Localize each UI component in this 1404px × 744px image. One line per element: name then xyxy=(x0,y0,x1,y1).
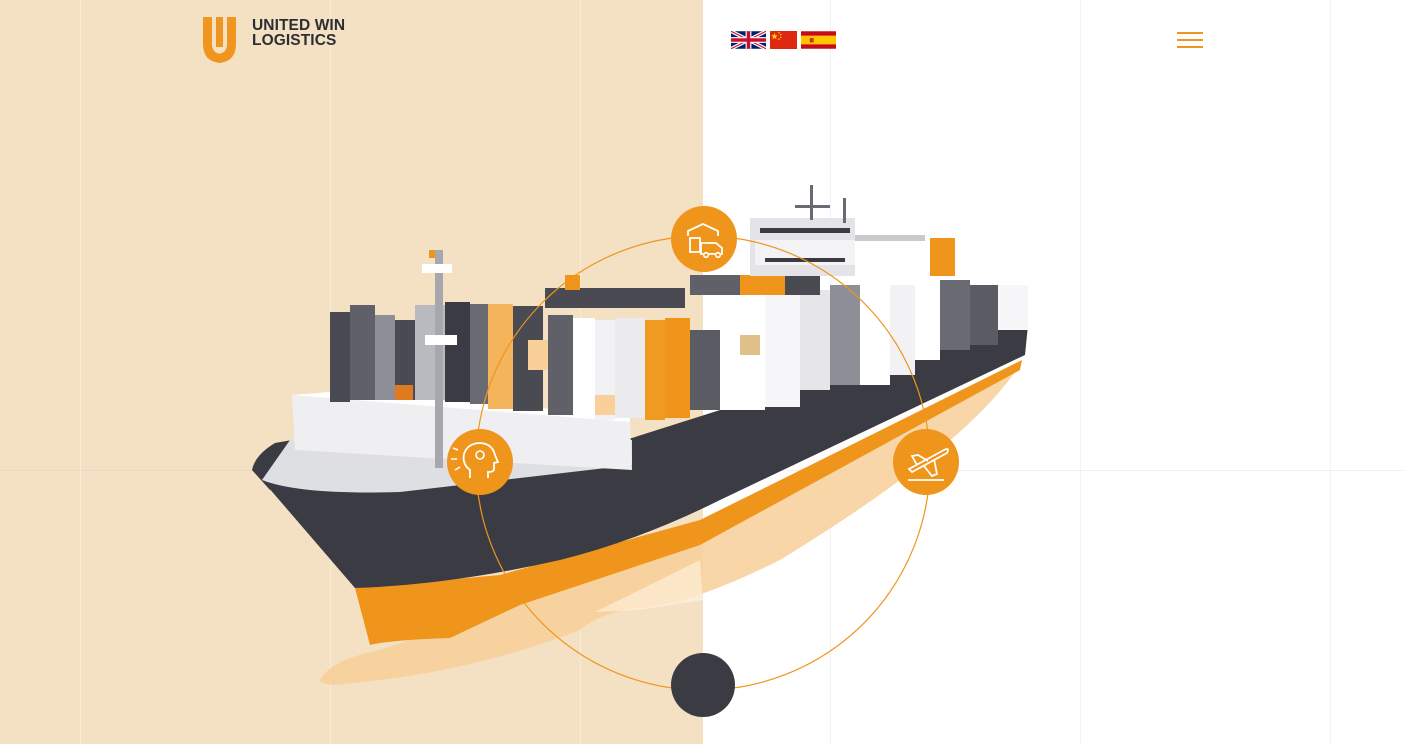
spain-flag-icon[interactable] xyxy=(801,31,836,49)
container-stack-back xyxy=(545,275,1028,385)
ship-bow-wall xyxy=(292,395,632,470)
brand-name-line1: UNITED WIN xyxy=(252,17,346,34)
container-stack-front xyxy=(330,290,830,420)
grid-line xyxy=(1080,0,1081,744)
brand-name-line2: LOGISTICS xyxy=(252,32,337,49)
language-switcher xyxy=(731,31,840,49)
ship-bridge xyxy=(750,185,955,276)
dark-circle-indicator[interactable] xyxy=(671,653,735,717)
head-gears-icon[interactable] xyxy=(447,429,513,495)
hamburger-menu-icon[interactable] xyxy=(1177,31,1205,49)
grid-line xyxy=(80,0,81,744)
brand-logo-mark xyxy=(203,17,236,63)
ship-hull-keel xyxy=(355,360,1022,645)
brand-logo[interactable]: UNITED WIN LOGISTICS xyxy=(203,17,345,63)
grid-line xyxy=(1330,0,1331,744)
wake-foam xyxy=(595,560,703,612)
ship-wake xyxy=(320,372,1015,685)
ship-mast xyxy=(422,250,457,468)
airplane-icon[interactable] xyxy=(893,429,959,495)
ship-hull xyxy=(262,318,1028,588)
warehouse-truck-icon[interactable] xyxy=(671,206,737,272)
china-flag-icon[interactable] xyxy=(770,31,797,49)
brand-name: UNITED WIN LOGISTICS xyxy=(252,17,346,49)
uk-flag-icon[interactable] xyxy=(731,31,766,49)
